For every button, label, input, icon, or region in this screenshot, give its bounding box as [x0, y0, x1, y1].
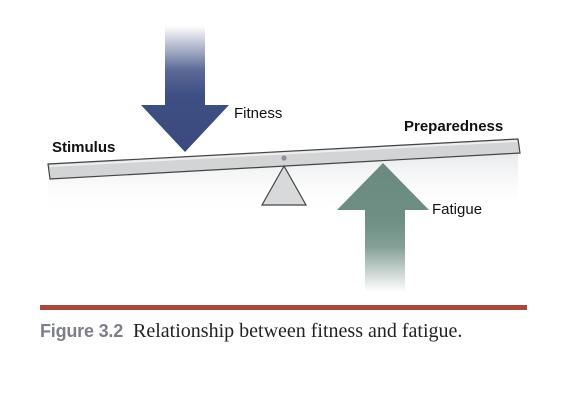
caption-text: Relationship between fitness and fatigue… [133, 320, 463, 342]
fitness-arrow [141, 26, 229, 152]
fatigue-arrow [337, 163, 429, 292]
fitness-label: Fitness [234, 105, 282, 122]
figure-number: Figure 3.2 [40, 321, 124, 341]
seesaw-diagram: Stimulus Preparedness Fitness Fatigue [47, 26, 521, 292]
stimulus-label: Stimulus [52, 139, 115, 156]
beam-highlight [49, 140, 518, 167]
pivot-point [281, 155, 287, 161]
caption-divider [40, 305, 527, 310]
figure-caption: Figure 3.2 Relationship between fitness a… [40, 318, 520, 345]
preparedness-label: Preparedness [404, 118, 503, 135]
fatigue-label: Fatigue [432, 201, 482, 218]
fulcrum-triangle [260, 164, 308, 206]
